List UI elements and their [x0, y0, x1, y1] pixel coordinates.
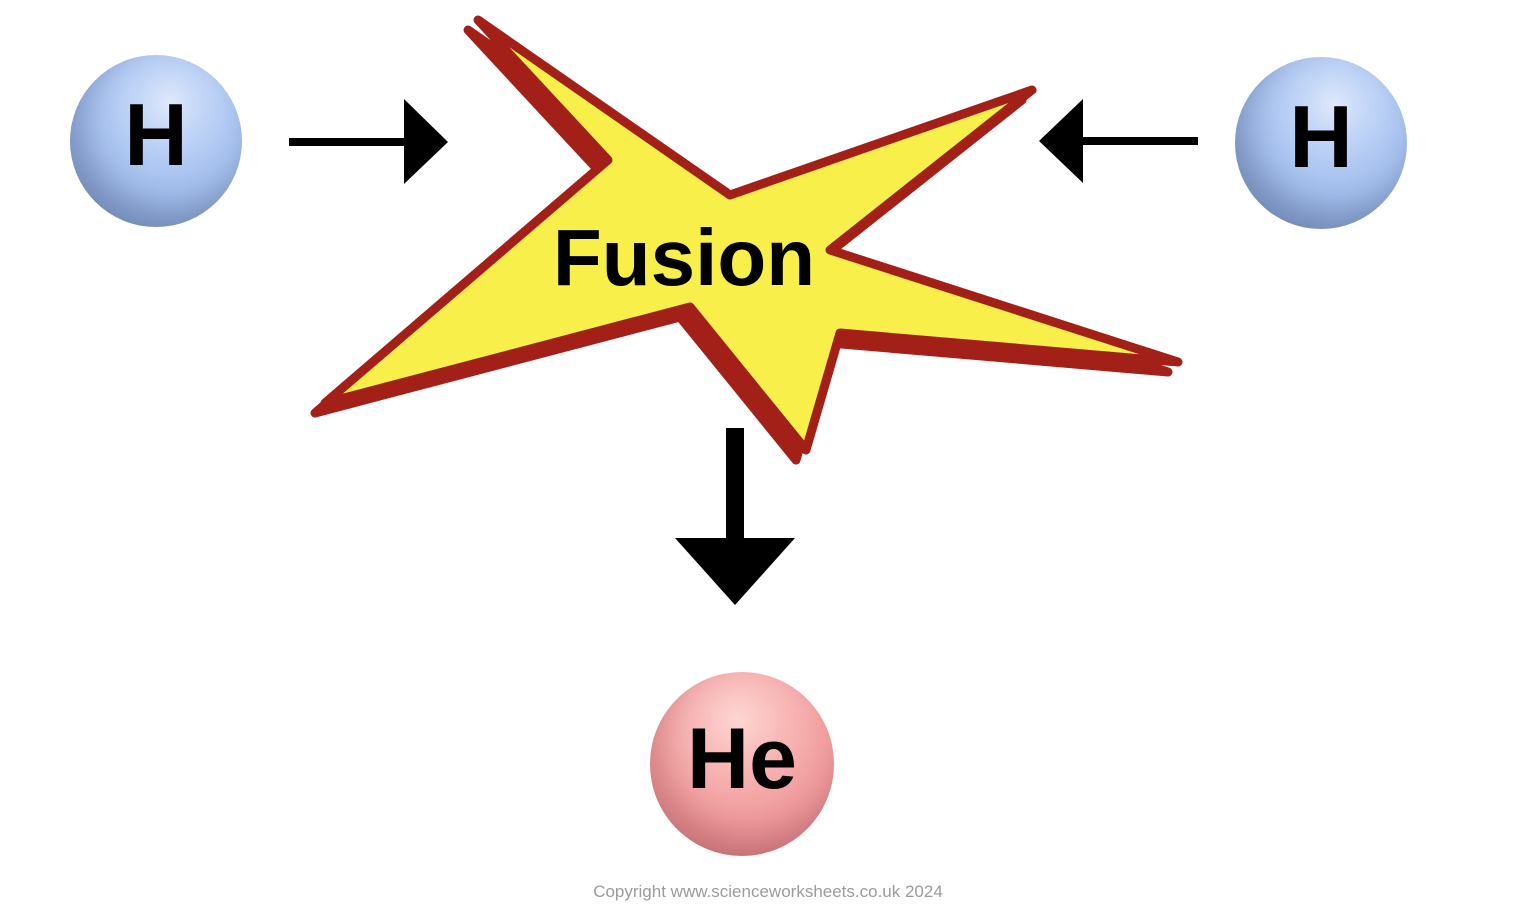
hydrogen-symbol-left: H — [124, 85, 188, 184]
helium-symbol: He — [687, 711, 797, 807]
copyright-text: Copyright www.scienceworksheets.co.uk 20… — [593, 882, 943, 901]
hydrogen-symbol-right: H — [1289, 87, 1353, 186]
fusion-star — [310, 15, 1183, 465]
hydrogen-atom-right: H — [1235, 57, 1407, 229]
arrow-left-icon — [1039, 99, 1198, 183]
helium-atom: He — [650, 672, 834, 856]
fusion-star-shape — [320, 15, 1183, 455]
arrow-right-icon — [289, 99, 448, 184]
arrow-down-icon — [675, 428, 795, 605]
fusion-label: Fusion — [552, 213, 816, 302]
hydrogen-atom-left: H — [70, 55, 242, 227]
